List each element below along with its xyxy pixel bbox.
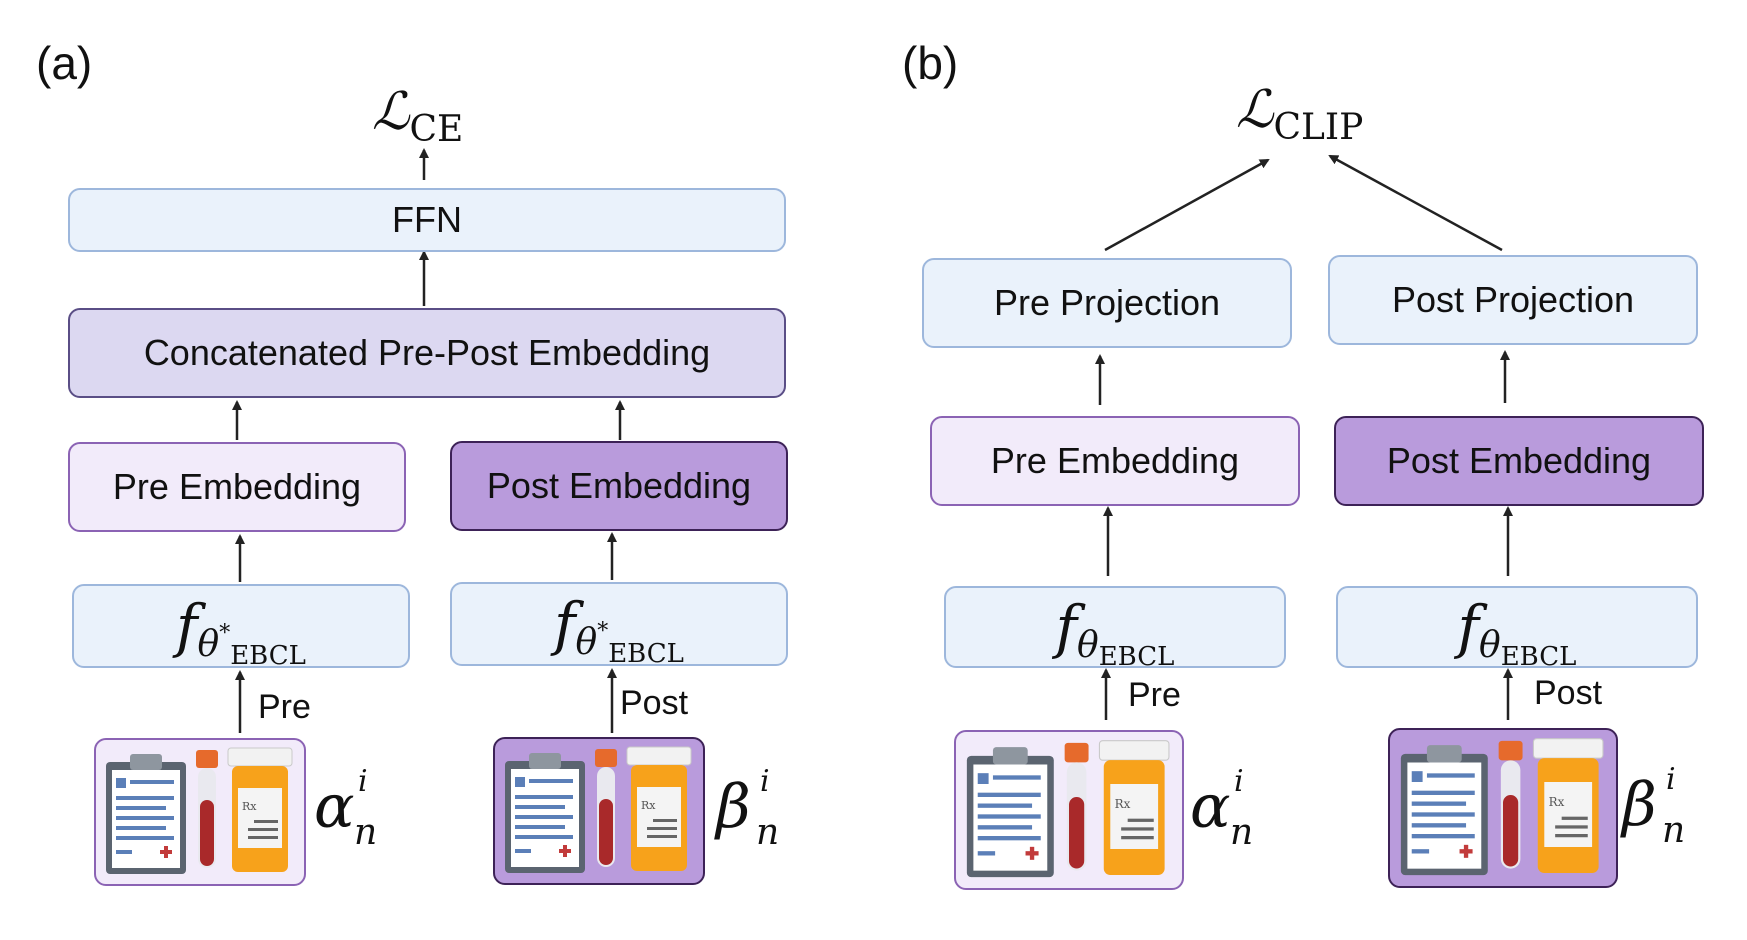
loss-clip: ℒCLIP: [1236, 80, 1363, 148]
beta-base: β: [716, 772, 751, 842]
pre-embedding-box-a: Pre Embedding: [68, 442, 406, 532]
clipboard-icon: [966, 747, 1054, 878]
medical-icons: Rx: [505, 746, 692, 873]
encoder-f: f: [554, 590, 576, 658]
encoder-star: *: [597, 619, 609, 644]
ffn-box: FFN: [68, 188, 786, 252]
blood-tube-icon: [1498, 740, 1523, 869]
arrow-preproj-to-loss: [1104, 158, 1270, 252]
alpha-sub: n: [354, 812, 378, 853]
blood-tube-icon: [1064, 742, 1089, 871]
svg-text:Rx: Rx: [1549, 795, 1565, 809]
alpha-sup: i: [1234, 764, 1244, 799]
pre-input-card-a: Rx: [94, 738, 306, 886]
encoder-f: f: [1055, 593, 1078, 661]
ffn-label: FFN: [392, 199, 462, 240]
encoder-box-pre-b: fθEBCL: [944, 586, 1286, 672]
encoder-box-post-b: fθEBCL: [1336, 586, 1698, 672]
pre-embedding-label-b: Pre Embedding: [990, 440, 1240, 481]
svg-text:Rx: Rx: [1115, 797, 1131, 811]
alpha-symbol-a: α i n: [314, 764, 377, 853]
loss-ce: ℒCE: [372, 82, 463, 150]
medical-icons: Rx: [966, 740, 1170, 878]
encoder-f: f: [176, 592, 198, 660]
panel-a-label: (a): [36, 37, 93, 89]
encoder-star: *: [219, 621, 231, 646]
pre-projection-label: Pre Projection: [993, 282, 1221, 323]
pill-bottle-icon: Rx: [1532, 738, 1604, 873]
post-input-card-b: Rx: [1388, 728, 1618, 888]
alpha-sub: n: [1230, 812, 1254, 853]
blood-tube-icon: [595, 749, 617, 867]
encoder-theta: θ: [197, 624, 220, 665]
post-embedding-box-b: Post Embedding: [1334, 416, 1704, 506]
svg-text:Rx: Rx: [242, 800, 257, 813]
loss-subscript: CLIP: [1273, 107, 1364, 148]
post-embedding-label-a: Post Embedding: [486, 465, 752, 506]
post-projection-label: Post Projection: [1391, 279, 1635, 320]
beta-sub: n: [1662, 810, 1686, 851]
clipboard-icon: [1400, 745, 1488, 876]
encoder-sub: EBCL: [1500, 642, 1577, 672]
pre-projection-box: Pre Projection: [922, 258, 1292, 348]
pill-bottle-icon: Rx: [1098, 740, 1170, 875]
concat-embedding-label: Concatenated Pre-Post Embedding: [143, 332, 711, 373]
encoder-formula-pre-b: fθEBCL: [1055, 593, 1175, 672]
beta-sub: n: [756, 812, 780, 853]
encoder-formula-post-a: fθ*EBCL: [554, 590, 684, 669]
encoder-sub: EBCL: [230, 641, 306, 671]
svg-text:Rx: Rx: [641, 799, 656, 812]
loss-subscript: CE: [409, 109, 464, 150]
alpha-sup: i: [358, 764, 368, 799]
encoder-theta: θ: [1077, 625, 1099, 666]
clipboard-icon: [106, 754, 186, 874]
beta-sup: i: [1666, 762, 1676, 797]
encoder-theta: θ: [575, 622, 598, 663]
encoder-box-pre-a: fθ*EBCL: [72, 584, 410, 671]
encoder-f: f: [1457, 593, 1480, 661]
pre-embedding-box-b: Pre Embedding: [930, 416, 1300, 506]
alpha-symbol-b: α i n: [1190, 764, 1253, 853]
loss-symbol: ℒ: [372, 82, 410, 142]
medical-icons: Rx: [106, 747, 293, 874]
post-input-card-a: Rx: [493, 737, 705, 885]
encoder-sub: EBCL: [608, 639, 684, 669]
encoder-formula-post-b: fθEBCL: [1457, 593, 1577, 672]
pill-bottle-icon: Rx: [227, 747, 293, 872]
clipboard-icon: [505, 753, 585, 873]
pre-input-card-b: Rx: [954, 730, 1184, 890]
beta-sup: i: [760, 764, 770, 799]
encoder-formula-pre-a: fθ*EBCL: [176, 592, 306, 671]
post-arrow-label-b: Post: [1534, 674, 1603, 712]
encoder-box-post-a: fθ*EBCL: [450, 582, 788, 669]
pre-arrow-label-a: Pre: [258, 688, 311, 726]
pill-bottle-icon: Rx: [626, 746, 692, 871]
arrow-postproj-to-loss: [1328, 154, 1503, 252]
alpha-base: α: [1190, 772, 1231, 842]
post-arrow-label-a: Post: [620, 684, 689, 722]
post-embedding-label-b: Post Embedding: [1386, 440, 1652, 481]
beta-symbol-a: β i n: [716, 764, 779, 853]
panel-b-label: (b): [902, 37, 959, 89]
medical-icons: Rx: [1400, 738, 1604, 876]
post-projection-box: Post Projection: [1328, 255, 1698, 345]
loss-symbol: ℒ: [1236, 80, 1274, 140]
beta-symbol-b: β i n: [1622, 762, 1685, 851]
pre-arrow-label-b: Pre: [1128, 676, 1181, 714]
encoder-sub: EBCL: [1098, 642, 1175, 672]
pre-embedding-label-a: Pre Embedding: [112, 466, 362, 507]
concat-embedding-box: Concatenated Pre-Post Embedding: [68, 308, 786, 398]
blood-tube-icon: [196, 750, 218, 868]
encoder-theta: θ: [1479, 625, 1501, 666]
beta-base: β: [1622, 770, 1657, 840]
alpha-base: α: [314, 772, 355, 842]
post-embedding-box-a: Post Embedding: [450, 441, 788, 531]
